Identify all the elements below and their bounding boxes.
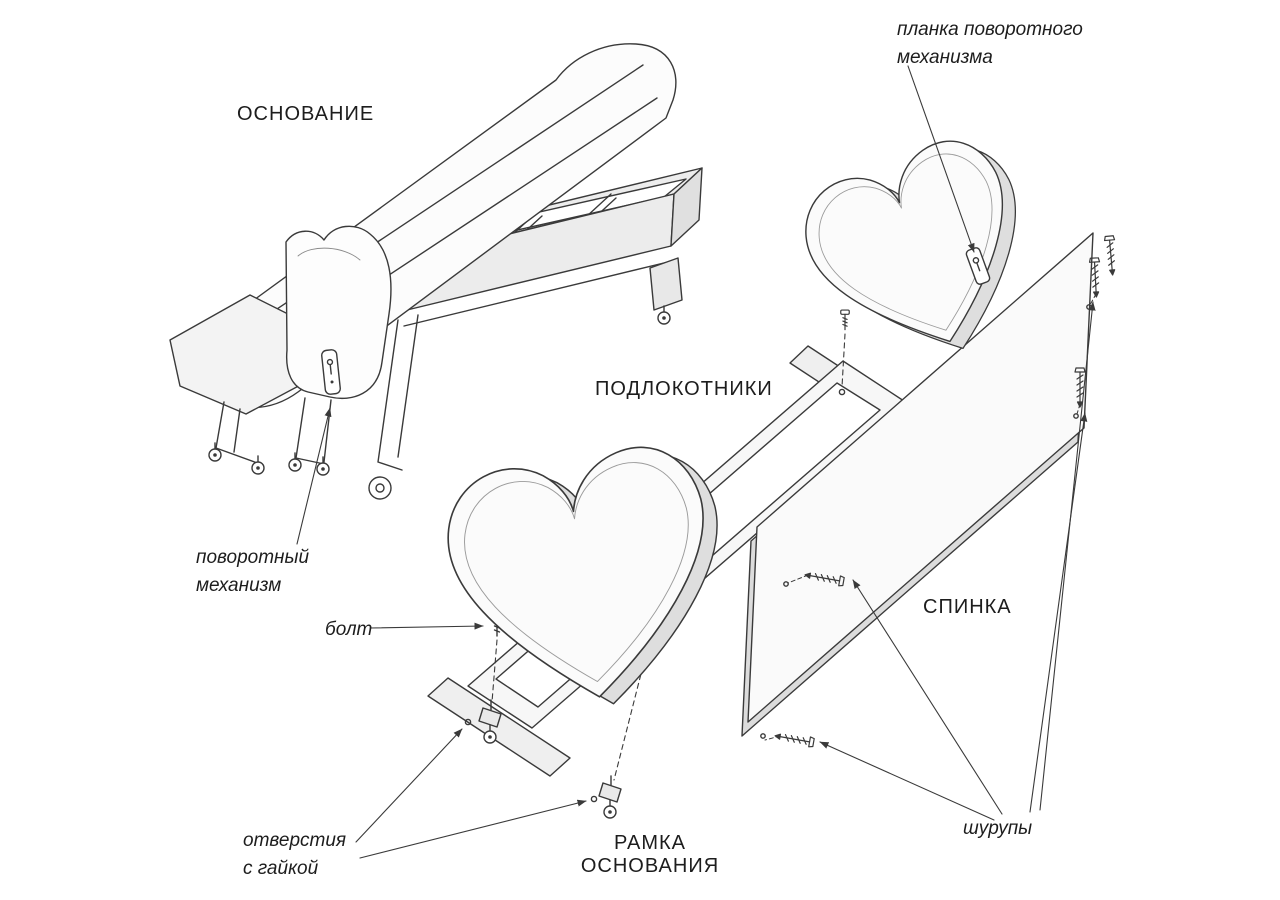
- arrow-pivot-plank: [907, 65, 975, 253]
- sofa-legs: [208, 397, 332, 476]
- sofa-base-drawing: [169, 43, 703, 500]
- arrow-bolt: [369, 622, 484, 630]
- sofa-armrest: [285, 225, 392, 400]
- label-base-frame: РАМКА ОСНОВАНИЯ: [580, 832, 720, 877]
- label-base: ОСНОВАНИЕ: [237, 103, 375, 125]
- frame-end-plank-left: [427, 677, 571, 777]
- bolt-icon: [840, 309, 850, 331]
- nut-hole-1: [464, 718, 472, 726]
- arrow-pivot-mechanism: [296, 407, 332, 545]
- back-panel-face: [747, 232, 1094, 723]
- label-back: СПИНКА: [923, 596, 1012, 618]
- label-armrests: ПОДЛОКОТНИКИ: [595, 378, 773, 400]
- pivot-mechanism-plate: [321, 349, 341, 395]
- label-pivot-mechanism: поворотный механизм: [196, 547, 310, 596]
- label-screws: шурупы: [963, 818, 1033, 839]
- arrow-screws-1: [852, 579, 1003, 815]
- sofa-front-wheel: [368, 314, 419, 500]
- arrow-screws-4: [1039, 301, 1096, 811]
- frame-foot-rear: [598, 775, 622, 819]
- label-pivot-plank: планка поворотного механизма: [897, 19, 1083, 68]
- leader-arrows: [296, 65, 1096, 859]
- arrow-holes-1: [355, 728, 463, 843]
- arrow-screws-3: [1029, 412, 1088, 813]
- pivot-plank-plate: [965, 247, 991, 285]
- arrow-screws-2: [819, 741, 995, 821]
- screw-icon: [1103, 234, 1119, 277]
- nut-hole-2: [590, 795, 598, 803]
- arrow-holes-2: [359, 799, 587, 859]
- screw-icon: [773, 730, 816, 749]
- armrest-heart-upper: [788, 126, 1060, 385]
- plank-hole: [838, 388, 846, 396]
- label-bolt: болт: [325, 619, 373, 640]
- label-holes-with-nut: отверстия с гайкой: [243, 830, 347, 879]
- back-panel-drawing: [741, 232, 1094, 739]
- frame-foot-front: [478, 699, 502, 744]
- bolts: [491, 309, 850, 781]
